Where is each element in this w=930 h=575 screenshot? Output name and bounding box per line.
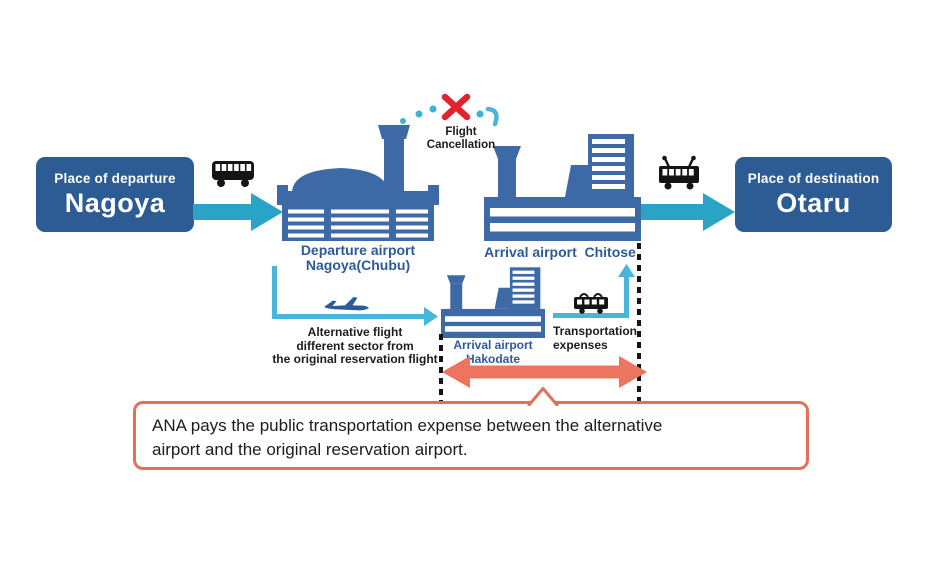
small-tram-icon	[572, 291, 610, 315]
flight-cancellation-label: Flight Cancellation	[426, 126, 496, 151]
destination-city: Otaru	[776, 187, 851, 218]
cancelled-flight-path-dots	[396, 100, 508, 132]
hakodate-airport-label: Arrival airport Hakodate	[453, 338, 533, 366]
alternative-flight-label: Alternative flight different sector from…	[272, 325, 438, 366]
arrow-to-destination	[639, 193, 735, 231]
destination-place-box: Place of destination Otaru	[735, 157, 892, 232]
tram-icon	[655, 155, 703, 191]
transportation-expenses-label: Transportation expenses	[553, 324, 638, 352]
callout-text-line2: airport and the original reservation air…	[152, 440, 468, 459]
departure-airport-building	[277, 123, 439, 241]
callout-notch	[527, 386, 559, 406]
departure-place-title: Place of departure	[54, 170, 176, 186]
destination-place-title: Place of destination	[747, 170, 880, 186]
transportation-path	[553, 262, 638, 320]
arrow-to-departure-airport	[193, 193, 283, 231]
chitose-airport-label: Arrival airport Chitose	[484, 244, 636, 260]
ana-payment-callout: ANA pays the public transportation expen…	[133, 401, 809, 470]
dashed-line-left	[439, 334, 443, 402]
cancel-x-icon	[441, 93, 471, 121]
bus-icon	[210, 158, 256, 190]
alternative-flight-path	[272, 266, 444, 326]
plane-icon	[322, 294, 370, 320]
chitose-airport-building	[484, 132, 641, 241]
callout-text-line1: ANA pays the public transportation expen…	[152, 416, 663, 435]
hakodate-airport-building	[441, 266, 545, 338]
dashed-line-right	[637, 243, 641, 402]
departure-airport-label: Departure airport Nagoya(Chubu)	[300, 242, 416, 273]
expense-range-arrow	[442, 355, 647, 389]
departure-city: Nagoya	[64, 187, 166, 218]
departure-place-box: Place of departure Nagoya	[36, 157, 194, 232]
